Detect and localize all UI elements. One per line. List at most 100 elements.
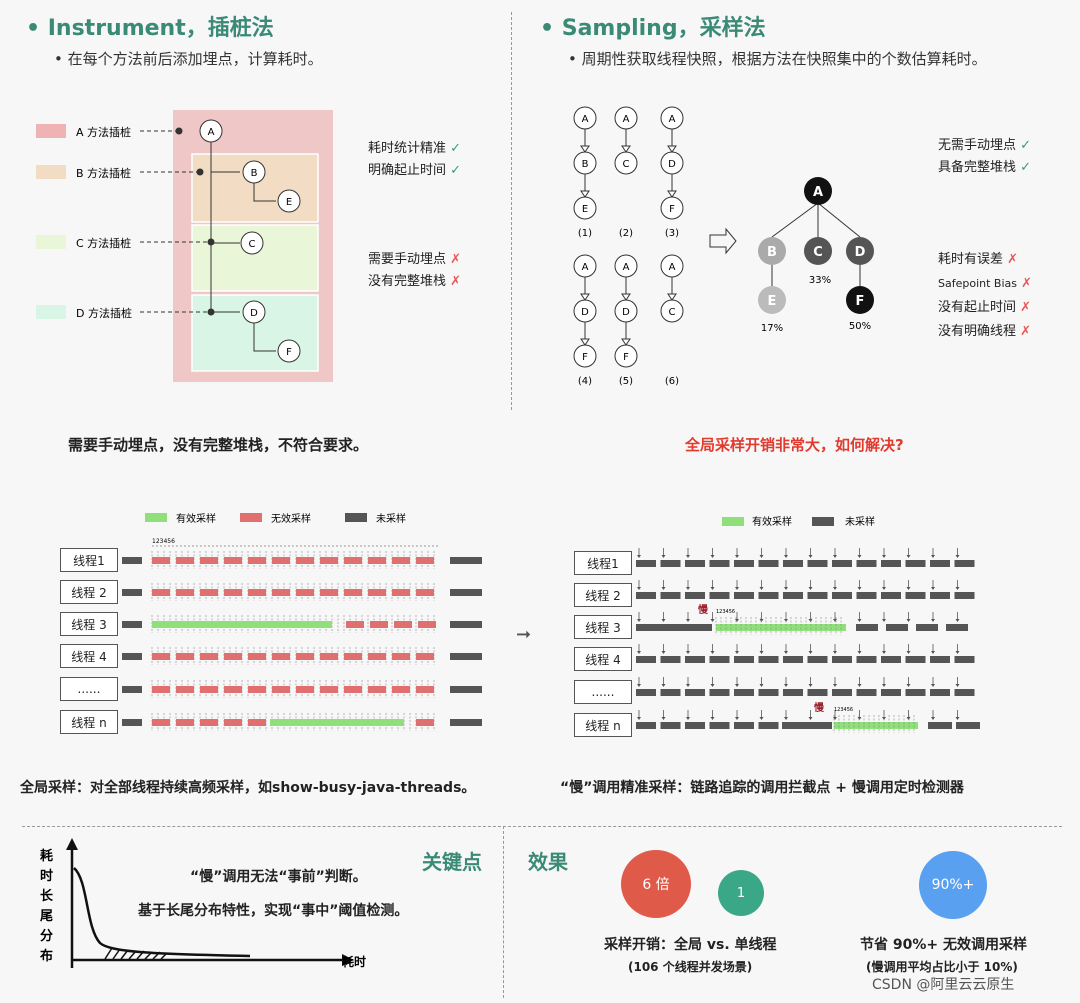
invalid-bar bbox=[272, 557, 290, 564]
tick-label: 123456 bbox=[152, 538, 175, 545]
unsampled-bar bbox=[881, 560, 901, 567]
unsampled-bar bbox=[734, 722, 754, 729]
snapshot-node: F bbox=[623, 352, 629, 363]
tree-node-c: C bbox=[813, 245, 823, 260]
effect-circle-1x-label: 1 bbox=[736, 885, 746, 901]
unsampled-bar bbox=[709, 722, 730, 729]
unsampled-bar bbox=[758, 722, 779, 729]
vertical-divider bbox=[511, 12, 512, 410]
invalid-bar bbox=[296, 557, 314, 564]
thread-label: 线程 2 bbox=[60, 580, 118, 604]
invalid-bar bbox=[248, 557, 266, 564]
snapshot: AC(6) bbox=[660, 254, 684, 387]
invalid-bar bbox=[152, 719, 170, 726]
unsampled-bar bbox=[450, 557, 482, 564]
unsampled-bar bbox=[905, 656, 926, 663]
unsampled-bar bbox=[856, 560, 877, 567]
sampling-bullet-text: 周期性获取线程快照，根据方法在快照集中的个数估算耗时。 bbox=[581, 50, 987, 68]
invalid-bar bbox=[224, 653, 242, 660]
xlabel: 耗时 bbox=[342, 954, 366, 969]
effect-caption2: 节省 90%+ 无效调用采样 bbox=[860, 937, 1027, 953]
node-d: D bbox=[250, 308, 258, 319]
instrument-pros: 耗时统计精准 ✓ 明确起止时间 ✓ bbox=[368, 138, 461, 182]
sampling-tree: A B C D E F 33% 17% 50% bbox=[709, 177, 874, 334]
watermark: CSDN @阿里云云原生 bbox=[872, 977, 1015, 993]
invalid-bar bbox=[176, 557, 194, 564]
instrument-verdict: 需要手动埋点，没有完整堆栈，不符合要求。 bbox=[68, 436, 369, 454]
invalid-bar bbox=[392, 557, 410, 564]
unsampled-bar bbox=[905, 592, 926, 599]
legend-none: 未采样 bbox=[376, 512, 406, 525]
unsampled-bar bbox=[930, 592, 950, 599]
effect-circle-90-label: 90%+ bbox=[931, 877, 975, 893]
sampling-snapshots: ABE(1)AC(2)ADF(3)ADF(4)ADF(5)AC(6) bbox=[573, 106, 684, 387]
unsampled-bar bbox=[905, 689, 926, 696]
thread-label: 线程1 bbox=[574, 551, 632, 575]
invalid-bar bbox=[320, 653, 338, 660]
keypoint-line2: 基于长尾分布特性，实现“事中”阈值检测。 bbox=[138, 903, 409, 919]
instrument-title: • Instrument，插桩法 bbox=[26, 10, 274, 42]
snapshot-node: E bbox=[582, 204, 588, 215]
invalid-bar bbox=[200, 589, 218, 596]
unsampled-bar bbox=[758, 560, 779, 567]
cross-icon: ✗ bbox=[1007, 252, 1019, 267]
snapshot: AC(2) bbox=[614, 106, 638, 239]
valid-bar bbox=[834, 722, 918, 729]
con-item: 需要手动埋点 bbox=[368, 252, 447, 267]
snapshot-node: A bbox=[669, 262, 676, 273]
invalid-bar bbox=[392, 653, 410, 660]
unsampled-bar bbox=[636, 560, 656, 567]
unsampled-bar bbox=[122, 557, 142, 564]
unsampled-bar bbox=[660, 592, 681, 599]
invalid-bar bbox=[418, 621, 436, 628]
snapshot: ADF(4) bbox=[573, 254, 597, 387]
tick-label: 123456 bbox=[716, 609, 735, 615]
unsampled-bar bbox=[685, 560, 705, 567]
node-e: E bbox=[286, 197, 292, 208]
slow-marker: 慢 bbox=[814, 701, 825, 714]
unsampled-bar bbox=[122, 719, 142, 726]
valid-bar bbox=[152, 621, 332, 628]
invalid-bar bbox=[370, 621, 388, 628]
invalid-bar bbox=[272, 589, 290, 596]
cross-icon: ✗ bbox=[1021, 276, 1033, 291]
invalid-bar bbox=[296, 686, 314, 693]
unsampled-bar bbox=[709, 560, 730, 567]
invalid-bar bbox=[224, 589, 242, 596]
tree-node-e: E bbox=[768, 294, 777, 309]
label-swatch-d bbox=[36, 305, 66, 319]
invalid-bar bbox=[296, 589, 314, 596]
con-item: 没有起止时间 bbox=[938, 300, 1017, 315]
percent-e: 17% bbox=[761, 323, 783, 334]
unsampled-bar bbox=[881, 656, 901, 663]
invalid-bar bbox=[152, 653, 170, 660]
label-swatch-c bbox=[36, 235, 66, 249]
invalid-bar bbox=[272, 653, 290, 660]
ylabel-char: 分 bbox=[40, 928, 53, 944]
effect-circle-1x: 1 bbox=[718, 870, 764, 916]
snapshot: ADF(3) bbox=[660, 106, 684, 239]
bullet-icon: • bbox=[568, 50, 577, 68]
invalid-bar bbox=[320, 557, 338, 564]
sampling-cons: 耗时有误差 ✗ Safepoint Bias ✗ 没有起止时间 ✗ 没有明确线程… bbox=[938, 248, 1032, 344]
snapshot-node: F bbox=[582, 352, 588, 363]
invalid-bar bbox=[200, 653, 218, 660]
thread-label: 线程 2 bbox=[574, 583, 632, 607]
snapshot-node: A bbox=[669, 114, 676, 125]
bullet-icon: • bbox=[26, 16, 41, 41]
invalid-bar bbox=[368, 686, 386, 693]
ylabel-char: 长 bbox=[40, 888, 54, 904]
legend-valid: 有效采样 bbox=[176, 512, 216, 525]
legend-valid: 有效采样 bbox=[752, 515, 792, 528]
check-icon: ✓ bbox=[1020, 160, 1032, 175]
unsampled-bar bbox=[930, 656, 950, 663]
sampling-pros: 无需手动埋点 ✓ 具备完整堆栈 ✓ bbox=[938, 135, 1031, 179]
effect-title: 效果 bbox=[528, 850, 568, 874]
unsampled-bar bbox=[954, 560, 975, 567]
node-f: F bbox=[286, 347, 292, 358]
cross-icon: ✗ bbox=[1020, 324, 1032, 339]
tree-node-f: F bbox=[856, 294, 865, 309]
unsampled-bar bbox=[758, 592, 779, 599]
con-item: 没有明确线程 bbox=[938, 324, 1017, 339]
unsampled-bar bbox=[832, 656, 852, 663]
